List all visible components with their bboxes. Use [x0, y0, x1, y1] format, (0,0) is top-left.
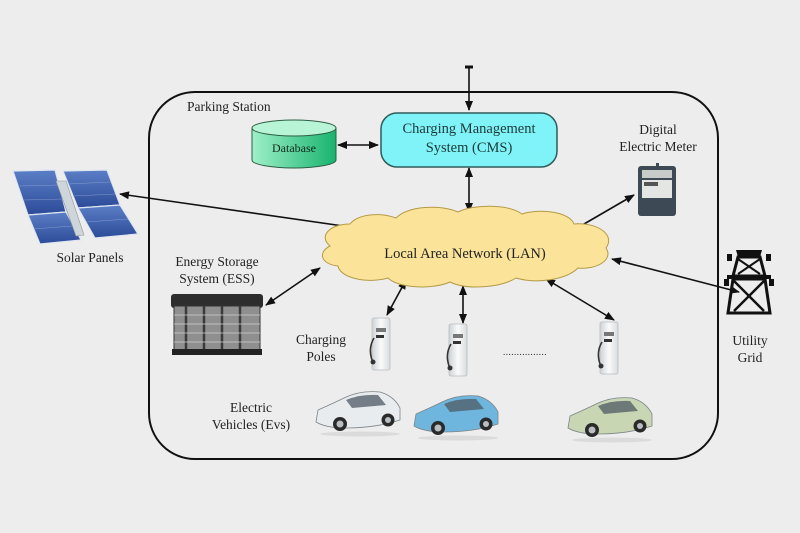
poles-label-line1: Charging	[296, 332, 346, 347]
electric-vehicle-image	[315, 391, 401, 437]
cms-label-line1: Charging Management	[402, 121, 536, 137]
solar-panels-image	[12, 169, 140, 245]
evs-label-line1: Electric	[230, 400, 272, 415]
edge-lan-solar	[119, 191, 379, 234]
meter-label-line2: Electric Meter	[619, 139, 697, 154]
edge-lan-ess	[265, 267, 321, 306]
database-node	[251, 119, 337, 169]
electric-vehicles	[315, 391, 653, 443]
electric-vehicle-image	[567, 397, 653, 443]
charging-pole-image	[446, 323, 468, 377]
grid-label-line2: Grid	[737, 350, 763, 365]
parking-station-label: Parking Station	[187, 99, 271, 114]
cms-label-line2: System (CMS)	[425, 140, 513, 156]
meter-label-line1: Digital	[639, 122, 677, 137]
edges	[119, 65, 740, 324]
ess-battery-image	[171, 294, 263, 355]
digital-meter-image	[638, 163, 676, 216]
lan-cloud	[322, 205, 609, 288]
poles-label-line2: Poles	[306, 349, 336, 364]
edge-lan-pole-n	[545, 278, 615, 321]
cms-node	[380, 112, 558, 168]
ess-label-line1: Energy Storage	[175, 254, 259, 269]
evs-label-line2: Vehicles (Evs)	[211, 417, 291, 432]
charging-poles	[369, 317, 619, 377]
database-label: Database	[272, 141, 316, 155]
solar-panels-label: Solar Panels	[56, 250, 124, 265]
utility-grid-tower-icon	[724, 250, 774, 315]
electric-vehicle-image	[413, 395, 499, 441]
charging-pole-image	[369, 317, 391, 371]
lan-label: Local Area Network (LAN)	[384, 246, 546, 262]
edge-lan-grid	[611, 257, 740, 294]
ess-label-line2: System (ESS)	[179, 271, 255, 286]
poles-ellipsis: ................	[503, 347, 547, 357]
charging-pole-image	[597, 321, 619, 375]
edge-lan-pole-1	[386, 279, 407, 316]
grid-label-line1: Utility	[732, 333, 768, 348]
